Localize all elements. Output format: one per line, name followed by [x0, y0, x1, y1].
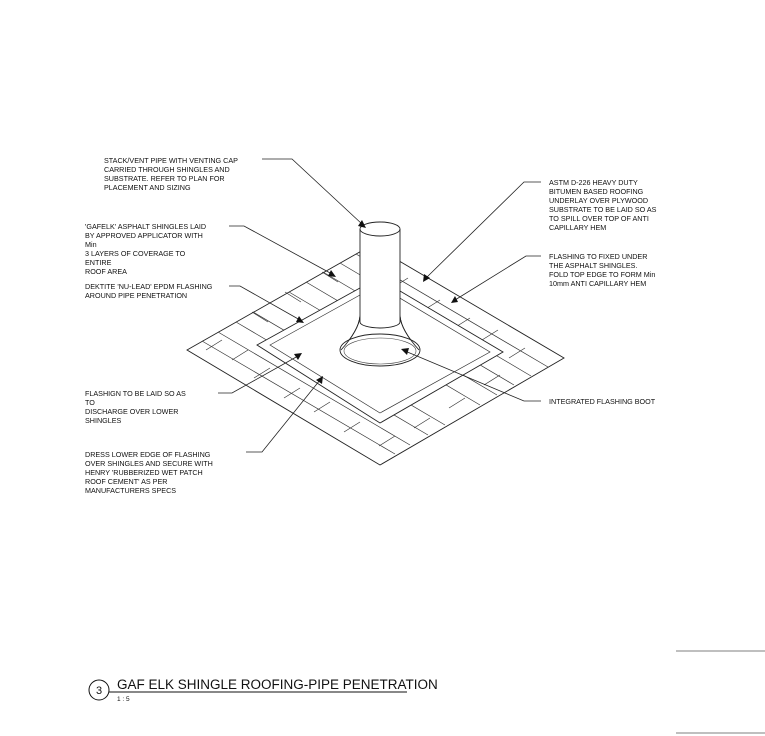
note-integrated-boot: INTEGRATED FLASHING BOOT — [549, 397, 656, 406]
note-line: MANUFACTURERS SPECS — [85, 486, 176, 495]
note-line: DISCHARGE OVER LOWER — [85, 407, 178, 416]
pipe-top-cap — [359, 221, 401, 237]
leader-lines — [218, 158, 541, 453]
note-line: THE ASPHALT SHINGLES. — [549, 261, 637, 270]
note-line: PLACEMENT AND SIZING — [104, 183, 191, 192]
shingle-course-line — [201, 340, 396, 455]
shingle-joint — [508, 347, 526, 359]
roof-outline — [186, 244, 565, 466]
note-line: BY APPROVED APPLICATOR WITH — [85, 231, 203, 240]
note-line: ENTIRE — [85, 258, 112, 267]
note-line: ROOF CEMENT' AS PER — [85, 477, 167, 486]
note-line: CARRIED THROUGH SHINGLES AND — [104, 165, 230, 174]
shingle-joint — [283, 387, 301, 399]
note-line: 'GAFELK' ASPHALT SHINGLES LAID — [85, 222, 206, 231]
note-line: STACK/VENT PIPE WITH VENTING CAP — [104, 156, 238, 165]
note-line: 3 LAYERS OF COVERAGE TO — [85, 249, 186, 258]
shingle-joint — [483, 374, 501, 386]
note-line: UNDERLAY OVER PLYWOOD — [549, 196, 648, 205]
flashing-hem-line — [269, 284, 491, 414]
svg-text:CARRIED THROUGH SHINGLES AND: CARRIED THROUGH SHINGLES AND — [104, 165, 230, 174]
note-line: BITUMEN BASED ROOFING — [549, 187, 644, 196]
note-line: TO SPILL OVER TOP OF ANTI — [549, 214, 649, 223]
note-line: HENRY 'RUBBERIZED WET PATCH — [85, 468, 203, 477]
note-flashing-laid: FLASHIGN TO BE LAID SO AS TO DISCHARGE O… — [85, 389, 186, 425]
note-line: AROUND PIPE PENETRATION — [85, 291, 187, 300]
note-stack-vent: STACK/VENT PIPE WITH VENTING CAP CARRIED… — [104, 156, 238, 192]
note-line: FLASHIGN TO BE LAID SO AS — [85, 389, 186, 398]
note-line: INTEGRATED FLASHING BOOT — [549, 397, 656, 406]
note-line: TO — [85, 398, 95, 407]
shingle-joint — [343, 421, 361, 433]
note-line: Min — [85, 240, 97, 249]
detail-number: 3 — [96, 685, 102, 697]
shingle-joint — [481, 329, 499, 341]
shingle-joint — [251, 311, 269, 323]
note-line: SUBSTRATE. REFER TO PLAN FOR — [104, 174, 225, 183]
shingle-joint — [284, 291, 302, 303]
shingle-joint — [413, 417, 431, 429]
note-line: OVER SHINGLES AND SECURE WITH — [85, 459, 213, 468]
note-line: DEKTITE 'NU-LEAD' EPDM FLASHING — [85, 282, 213, 291]
shingle-course-line — [217, 331, 411, 446]
shingle-joint — [313, 401, 331, 413]
note-dektite-flashing: DEKTITE 'NU-LEAD' EPDM FLASHING AROUND P… — [85, 282, 213, 300]
shingle-joint — [321, 271, 339, 283]
vent-pipe — [359, 221, 401, 329]
title-block: 3 GAF ELK SHINGLE ROOFING-PIPE PENETRATI… — [88, 677, 438, 703]
shingle-joint — [448, 397, 466, 409]
note-dress-lower-edge: DRESS LOWER EDGE OF FLASHING OVER SHINGL… — [85, 450, 213, 495]
note-line: CAPILLARY HEM — [549, 223, 606, 232]
note-line: ASTM D-226 HEAVY DUTY — [549, 178, 638, 187]
note-astm-underlay: ASTM D-226 HEAVY DUTY BITUMEN BASED ROOF… — [549, 178, 657, 232]
shingle-joint — [378, 435, 396, 447]
shingle-joint — [205, 339, 223, 351]
flashing-boot — [339, 315, 421, 367]
detail-scale: 1 : 5 — [117, 696, 130, 703]
note-line: ROOF AREA — [85, 267, 127, 276]
note-line: 10mm ANTI CAPILLARY HEM — [549, 279, 646, 288]
note-line: SUBSTRATE TO BE LAID SO AS — [549, 205, 657, 214]
shingle-joint — [231, 349, 249, 361]
note-flashing-fixed: FLASHING TO FIXED UNDER THE ASPHALT SHIN… — [549, 252, 655, 288]
detail-number-circle — [88, 679, 110, 701]
note-line: FLASHING TO FIXED UNDER — [549, 252, 647, 261]
note-line: DRESS LOWER EDGE OF FLASHING — [85, 450, 211, 459]
svg-text:PLACEMENT AND SIZING: PLACEMENT AND SIZING — [104, 183, 191, 192]
note-gafelk-shingles: 'GAFELK' ASPHALT SHINGLES LAID BY APPROV… — [85, 222, 206, 276]
svg-text:SUBSTRATE. REFER TO PLAN FOR: SUBSTRATE. REFER TO PLAN FOR — [104, 174, 225, 183]
svg-text:STACK/VENT PIPE WITH VENTING C: STACK/VENT PIPE WITH VENTING CAP — [104, 156, 238, 165]
note-line: SHINGLES — [85, 416, 122, 425]
shingle-joint — [253, 367, 271, 379]
note-line: FOLD TOP EDGE TO FORM Min — [549, 270, 655, 279]
detail-title: GAF ELK SHINGLE ROOFING-PIPE PENETRATION — [117, 677, 438, 692]
